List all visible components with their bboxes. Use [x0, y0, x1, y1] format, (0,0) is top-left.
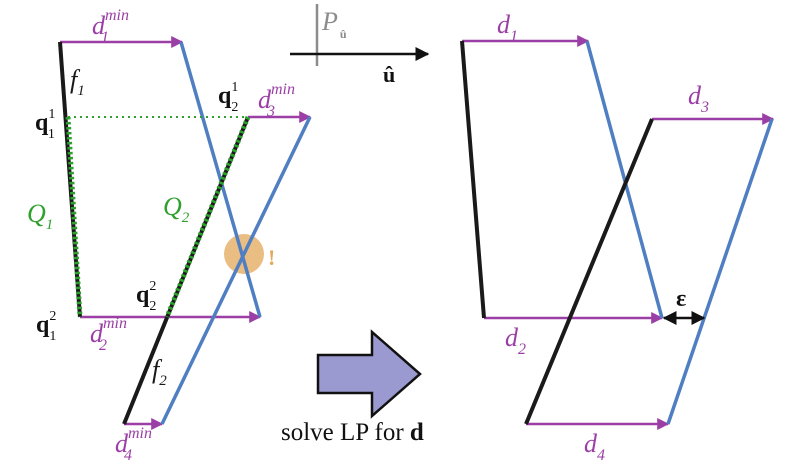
right-panel: ε d1 d2 d3 d4 [460, 10, 775, 464]
label-Q1: Q1 [27, 199, 53, 233]
blue-edge-c [585, 40, 664, 319]
label-d4: d4 [584, 429, 605, 464]
caption-solve-lp: solve LP for d [281, 419, 424, 446]
label-f2: f2 [152, 355, 167, 389]
label-d2: d2 [505, 323, 526, 358]
label-Q2: Q2 [163, 192, 190, 226]
fiber-right-1 [460, 40, 486, 319]
solve-arrow-shape [316, 329, 422, 419]
blue-edge-b [160, 116, 312, 425]
dotted-Q2 [164, 116, 251, 318]
dotted-Q1 [65, 116, 83, 318]
blue-edge-d [666, 118, 774, 425]
label-d1: d1 [497, 10, 518, 45]
label-d3: d3 [688, 81, 709, 116]
fiber-f1 [58, 41, 82, 318]
label-epsilon: ε [676, 286, 686, 312]
conflict-exclaim: ! [268, 245, 275, 270]
blue-edge-a [179, 41, 262, 318]
label-u-hat: û [383, 62, 395, 87]
label-f1: f1 [70, 65, 85, 99]
fiber-right-2 [524, 118, 654, 425]
middle-group: solve LP for d [281, 329, 424, 446]
